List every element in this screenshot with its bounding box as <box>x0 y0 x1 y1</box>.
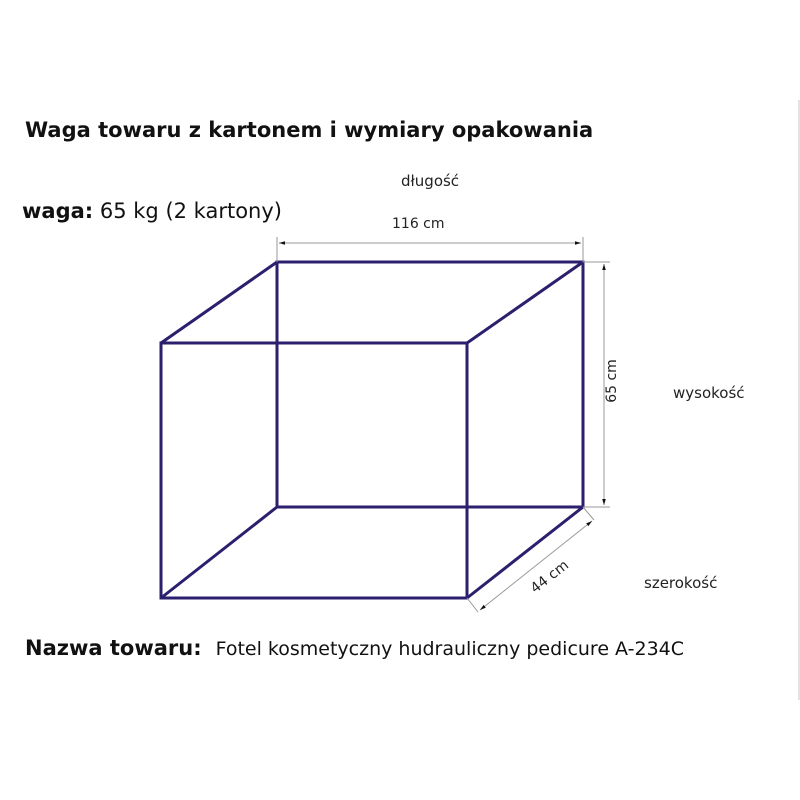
weight-label: waga: <box>22 199 94 223</box>
width-dimension-line <box>479 520 593 611</box>
product-label: Nazwa towaru: <box>25 636 202 660</box>
height-value: 65 cm <box>603 359 620 403</box>
page-edge-divider <box>798 100 800 700</box>
length-label: długość <box>401 172 460 190</box>
box-edges <box>159 260 585 600</box>
page-title: Waga towaru z kartonem i wymiary opakowa… <box>25 118 594 142</box>
weight-info: waga: 65 kg (2 kartony) <box>22 199 282 223</box>
weight-value: 65 kg (2 kartony) <box>99 199 282 223</box>
height-label: wysokość <box>673 384 745 402</box>
back-face <box>275 260 585 509</box>
product-name: Nazwa towaru: Fotel kosmetyczny hudraulic… <box>25 636 684 660</box>
width-label: szerokość <box>644 574 718 592</box>
product-value: Fotel kosmetyczny hudrauliczny pedicure … <box>215 638 685 660</box>
length-value: 116 cm <box>392 216 445 232</box>
front-face <box>159 341 469 600</box>
